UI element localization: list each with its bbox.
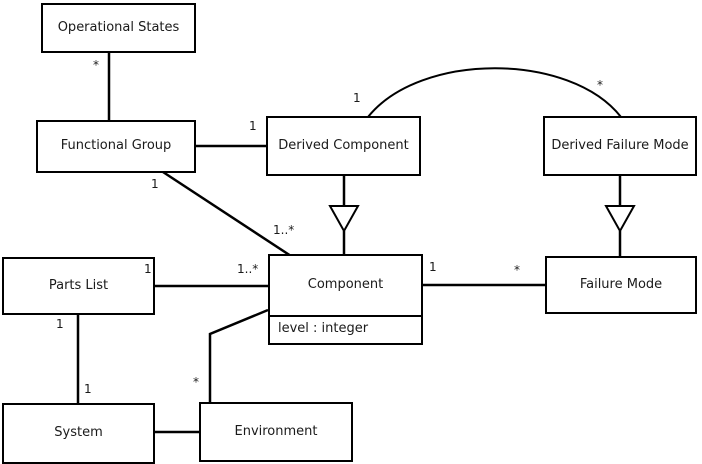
multiplicity-parts-list-system-source: 1	[56, 317, 64, 331]
class-box-environment[interactable]: Environment	[199, 402, 353, 462]
class-name-functional-group: Functional Group	[60, 138, 172, 154]
class-name-system: System	[54, 425, 103, 441]
multiplicity-derived-failure-mode-arc-target: *	[597, 78, 603, 92]
multiplicity-functional-group-derived-component: 1	[249, 119, 257, 133]
class-box-functional-group[interactable]: Functional Group	[36, 120, 196, 173]
class-box-derived-failure-mode[interactable]: Derived Failure Mode	[543, 116, 697, 176]
class-box-failure-mode[interactable]: Failure Mode	[545, 256, 697, 314]
multiplicity-operational-states-functional-group: *	[93, 58, 99, 72]
class-name-derived-component: Derived Component	[278, 137, 409, 153]
class-box-operational-states[interactable]: Operational States	[41, 3, 196, 53]
class-name-environment: Environment	[234, 423, 318, 439]
class-box-system[interactable]: System	[2, 403, 155, 464]
edge-derived-component-derived-failure-mode	[367, 67, 622, 118]
multiplicity-component-failure-mode-target: *	[514, 263, 520, 277]
edge-functional-group-component	[162, 170, 292, 258]
class-box-component[interactable]: Component level : integer	[268, 254, 423, 345]
multiplicity-component-failure-mode-source: 1	[429, 260, 437, 274]
class-attributes-component: level : integer	[270, 315, 421, 340]
class-box-parts-list[interactable]: Parts List	[2, 257, 155, 315]
multiplicity-functional-group-component-target: 1..*	[273, 223, 295, 237]
multiplicity-functional-group-component-source: 1	[151, 177, 159, 191]
multiplicity-parts-list-component-source: 1	[144, 262, 152, 276]
class-box-derived-component[interactable]: Derived Component	[266, 116, 421, 176]
multiplicity-parts-list-component-target: 1..*	[237, 262, 259, 276]
generalization-triangle-derived-component	[328, 205, 360, 234]
class-name-component: Component	[307, 277, 384, 293]
class-name-operational-states: Operational States	[57, 19, 180, 35]
edge-environment-component	[208, 308, 269, 402]
multiplicity-environment-component: *	[193, 375, 199, 389]
class-attribute-level: level : integer	[278, 321, 369, 336]
multiplicity-parts-list-system-target: 1	[84, 382, 92, 396]
class-name-parts-list: Parts List	[48, 277, 109, 293]
generalization-triangle-derived-failure-mode	[604, 205, 636, 234]
multiplicity-derived-component-arc-source: 1	[353, 91, 361, 105]
class-name-derived-failure-mode: Derived Failure Mode	[551, 137, 689, 153]
class-name-failure-mode: Failure Mode	[579, 276, 663, 292]
